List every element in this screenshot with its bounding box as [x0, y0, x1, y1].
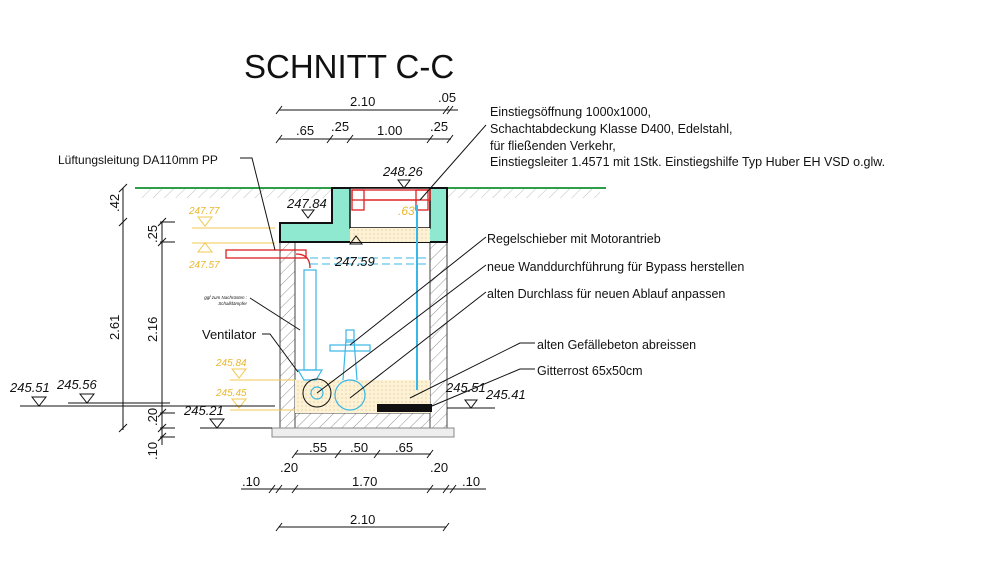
dim-bot-b: .50	[350, 440, 368, 455]
level-markers	[20, 179, 495, 429]
drawing-title: SCHNITT C-C	[244, 48, 454, 85]
note-outlet: alten Durchlass für neuen Ablauf anpasse…	[487, 287, 725, 301]
note-line: für fließenden Verkehr,	[490, 139, 616, 153]
equipment	[225, 205, 432, 412]
dim-bot-c: .65	[395, 440, 413, 455]
level-right-2: 245.41	[485, 387, 526, 402]
level-slab-top: 247.84	[286, 196, 327, 211]
note-line: Einstiegsöffnung 1000x1000,	[490, 105, 651, 119]
yellow-levels	[192, 216, 295, 411]
dim-bot-a: .55	[309, 440, 327, 455]
note-vent-pipe: Lüftungsleitung DA110mm PP	[58, 153, 218, 167]
dim-top-c: 1.00	[377, 123, 402, 138]
level-cover: 248.26	[382, 164, 424, 179]
level-slab-bottom: 247.59	[334, 254, 375, 269]
dim-left-d: 2.16	[145, 317, 160, 342]
left-dimensions	[118, 183, 175, 445]
note-wall-penetration: neue Wanddurchführung für Bypass herstel…	[487, 260, 744, 274]
dim-top-d: .25	[430, 119, 448, 134]
dim-left-c: .25	[145, 225, 160, 243]
dim-left-b: 2.61	[107, 315, 122, 340]
note-silencer-1: ggf zum Nachrüsten :	[204, 295, 248, 300]
top-dimensions	[275, 105, 458, 144]
dim-left-a: .42	[107, 194, 122, 212]
dim-bot-f: 1.70	[352, 474, 377, 489]
note-gate-valve: Regelschieber mit Motorantrieb	[487, 232, 661, 246]
note-fan: Ventilator	[202, 327, 257, 342]
level-yellow-4: 245.45	[215, 388, 247, 399]
dim-bot-g: .20	[430, 460, 448, 475]
level-yellow-1: 247.77	[188, 206, 220, 217]
dim-bot-e: .20	[280, 460, 298, 475]
dim-bot-d: .10	[242, 474, 260, 489]
dim-bot-total: 2.10	[350, 512, 375, 527]
level-yellow-2: 247.57	[188, 260, 220, 271]
note-line: Einstiegsleiter 1.4571 mit 1Stk. Einstie…	[490, 155, 885, 169]
opening-dim: .63	[398, 204, 415, 218]
dim-top-extra: .05	[438, 90, 456, 105]
level-yellow-3: 245.84	[215, 358, 247, 369]
dim-top-a: .65	[296, 123, 314, 138]
note-silencer-2: Schalldämpfer	[218, 301, 247, 306]
note-line: Schachtabdeckung Klasse D400, Edelstahl,	[490, 122, 733, 136]
bottom-dimensions	[241, 449, 486, 532]
dim-left-e: .20	[145, 408, 160, 426]
level-left-2: 245.56	[56, 377, 98, 392]
dim-left-f: .10	[145, 442, 160, 460]
note-slope-concrete: alten Gefällebeton abreissen	[537, 338, 696, 352]
level-left-1: 245.51	[9, 380, 50, 395]
dim-top-b: .25	[331, 119, 349, 134]
dim-top-total: 2.10	[350, 94, 375, 109]
leader-lines	[240, 124, 535, 407]
level-bottom: 245.21	[183, 403, 224, 418]
shaft-structure	[271, 187, 455, 438]
note-grating: Gitterrost 65x50cm	[537, 364, 643, 378]
level-right-1: 245.51	[445, 380, 486, 395]
note-top-block: Einstiegsöffnung 1000x1000, Schachtabdec…	[490, 105, 885, 169]
dim-bot-h: .10	[462, 474, 480, 489]
